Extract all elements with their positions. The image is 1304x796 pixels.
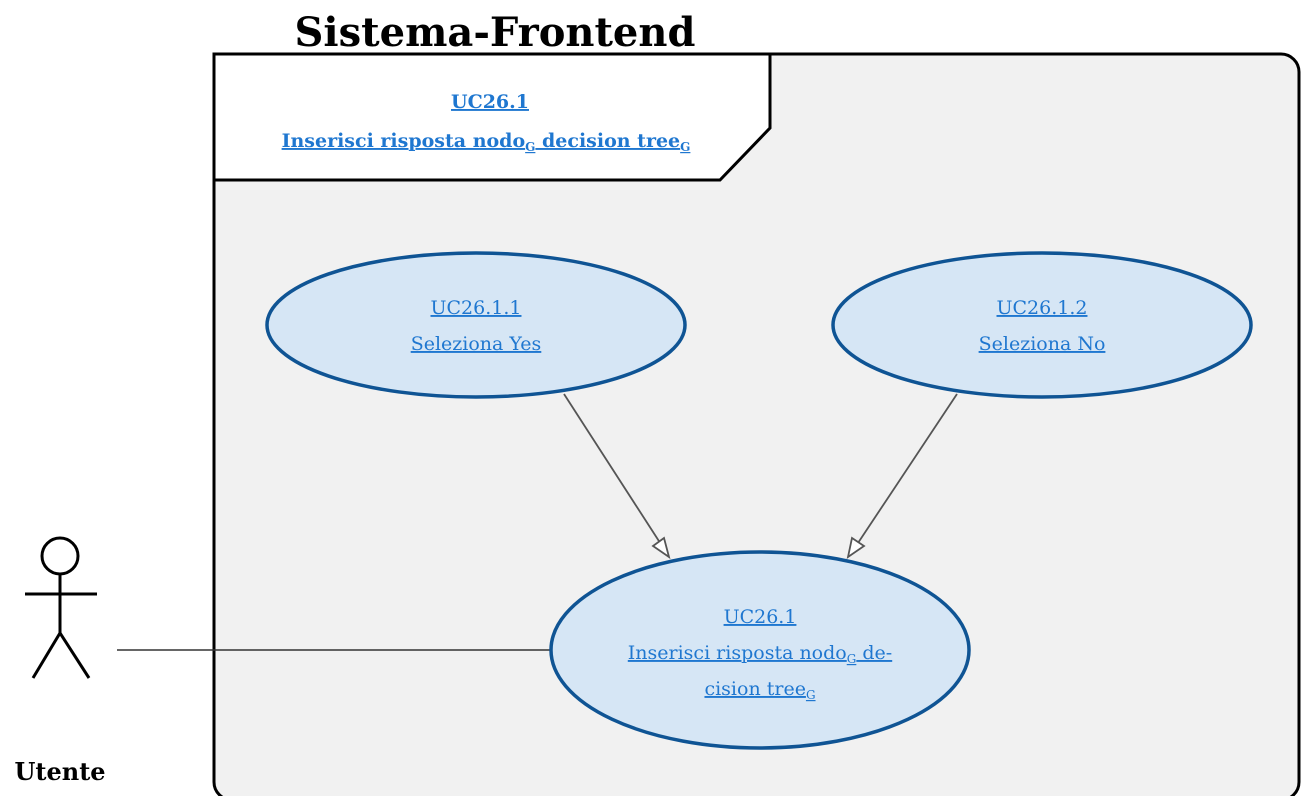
system-title: Sistema-Frontend <box>295 9 696 56</box>
use-case-main-name-line1[interactable]: Inserisci risposta nodoG de- <box>628 642 892 666</box>
use-case-inserisci-risposta[interactable] <box>549 550 971 750</box>
relation-no-arrowhead <box>846 536 866 560</box>
use-case-no-id[interactable]: UC26.1.2 <box>997 297 1088 319</box>
use-case-yes-name[interactable]: Seleziona Yes <box>411 333 542 355</box>
relation-yes-to-main <box>563 393 667 553</box>
frame-id-link[interactable]: UC26.1 <box>451 91 529 113</box>
actor-label: Utente <box>14 757 105 786</box>
actor-utente-icon <box>25 536 97 679</box>
use-case-seleziona-yes[interactable] <box>265 251 687 399</box>
frame-label-box <box>212 52 772 182</box>
use-case-main-name-line2[interactable]: cision treeG <box>704 678 815 702</box>
use-case-seleziona-no[interactable] <box>831 251 1253 399</box>
frame-name-link[interactable]: Inserisci risposta nodoG decision treeG <box>282 130 691 154</box>
use-case-no-name[interactable]: Seleziona No <box>979 333 1106 355</box>
relation-yes-arrowhead <box>651 536 671 560</box>
use-case-yes-id[interactable]: UC26.1.1 <box>431 297 522 319</box>
use-case-main-id[interactable]: UC26.1 <box>724 606 797 628</box>
relation-no-to-main <box>851 393 958 553</box>
